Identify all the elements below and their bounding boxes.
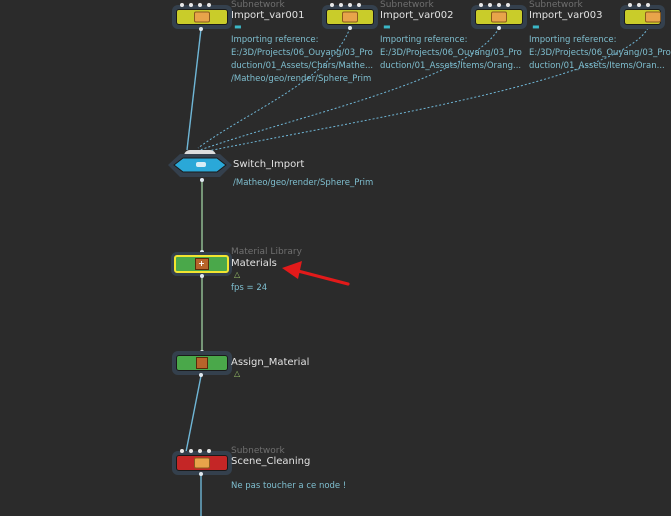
output-port[interactable] bbox=[199, 27, 203, 31]
node-body[interactable] bbox=[326, 9, 374, 25]
node-name[interactable]: Assign_Material bbox=[231, 357, 310, 368]
wire-import001-switch[interactable] bbox=[186, 28, 202, 151]
node-comment: fps = 24 bbox=[231, 283, 268, 293]
node-flags[interactable] bbox=[180, 449, 211, 453]
wire-assign-cleaning[interactable] bbox=[185, 375, 202, 453]
comment-flag-icon: ▬ bbox=[234, 22, 242, 31]
comment-flag-icon: ▬ bbox=[532, 22, 540, 31]
subnetwork-icon bbox=[342, 11, 358, 23]
node-type-label: Material Library bbox=[231, 247, 302, 257]
switch-icon bbox=[196, 162, 206, 167]
node-flags[interactable] bbox=[330, 3, 361, 7]
node-type-label: Subnetwork bbox=[231, 0, 285, 10]
node-flags[interactable] bbox=[180, 3, 211, 7]
node-import-var004[interactable] bbox=[620, 3, 665, 29]
material-library-icon: + bbox=[194, 258, 209, 270]
node-body[interactable]: + bbox=[174, 255, 229, 273]
node-body[interactable] bbox=[176, 355, 228, 371]
wire-import002-switch[interactable] bbox=[197, 27, 351, 149]
node-flags[interactable] bbox=[184, 150, 216, 156]
node-comment: Importing reference: E:/3D/Projects/06_O… bbox=[529, 35, 671, 71]
node-comment: /Matheo/geo/render/Sphere_Prim bbox=[233, 178, 374, 188]
node-comment: Importing reference: E:/3D/Projects/06_O… bbox=[231, 35, 374, 84]
node-body[interactable] bbox=[624, 9, 661, 25]
subnetwork-icon bbox=[491, 11, 507, 23]
node-body[interactable] bbox=[475, 9, 523, 25]
node-type-label: Subnetwork bbox=[529, 0, 583, 10]
output-port[interactable] bbox=[200, 274, 204, 278]
node-switch-import[interactable] bbox=[166, 150, 234, 180]
node-flags[interactable] bbox=[628, 3, 650, 7]
node-body[interactable] bbox=[176, 9, 228, 25]
node-comment: Ne pas toucher a ce node ! bbox=[231, 481, 347, 491]
node-status-icon: △ bbox=[234, 270, 241, 279]
node-name[interactable]: Materials bbox=[231, 258, 277, 269]
annotation-arrow-icon bbox=[282, 261, 350, 286]
node-name[interactable]: Scene_Cleaning bbox=[231, 456, 311, 467]
node-name[interactable]: Import_var003 bbox=[529, 10, 603, 21]
node-import-var001[interactable] bbox=[172, 3, 232, 29]
subnetwork-icon bbox=[194, 11, 210, 23]
output-port[interactable] bbox=[497, 26, 501, 30]
comment-flag-icon: ▬ bbox=[383, 22, 391, 31]
node-scene-cleaning[interactable] bbox=[172, 449, 232, 475]
wire-layer bbox=[185, 27, 649, 516]
node-body[interactable] bbox=[176, 455, 228, 471]
node-flags[interactable] bbox=[479, 3, 510, 7]
wire-import003-switch[interactable] bbox=[199, 27, 500, 151]
subnetwork-icon bbox=[194, 457, 210, 469]
node-name[interactable]: Import_var001 bbox=[231, 10, 305, 21]
node-type-label: Subnetwork bbox=[231, 446, 285, 456]
assign-material-icon bbox=[196, 357, 208, 369]
node-import-var003[interactable] bbox=[471, 3, 527, 29]
output-port[interactable] bbox=[199, 373, 203, 377]
node-comment: Importing reference: E:/3D/Projects/06_O… bbox=[380, 35, 522, 71]
node-status-icon: △ bbox=[234, 369, 241, 378]
node-materials[interactable]: + bbox=[171, 252, 232, 276]
node-import-var002[interactable] bbox=[322, 3, 378, 29]
wire-import004-switch[interactable] bbox=[202, 27, 649, 153]
output-port[interactable] bbox=[199, 472, 203, 476]
node-name[interactable]: Switch_Import bbox=[233, 159, 305, 170]
subnetwork-icon bbox=[645, 11, 661, 23]
node-name[interactable]: Import_var002 bbox=[380, 10, 454, 21]
node-assign-material[interactable] bbox=[172, 351, 232, 375]
output-port[interactable] bbox=[200, 178, 204, 182]
output-port[interactable] bbox=[348, 26, 352, 30]
node-type-label: Subnetwork bbox=[380, 0, 434, 10]
